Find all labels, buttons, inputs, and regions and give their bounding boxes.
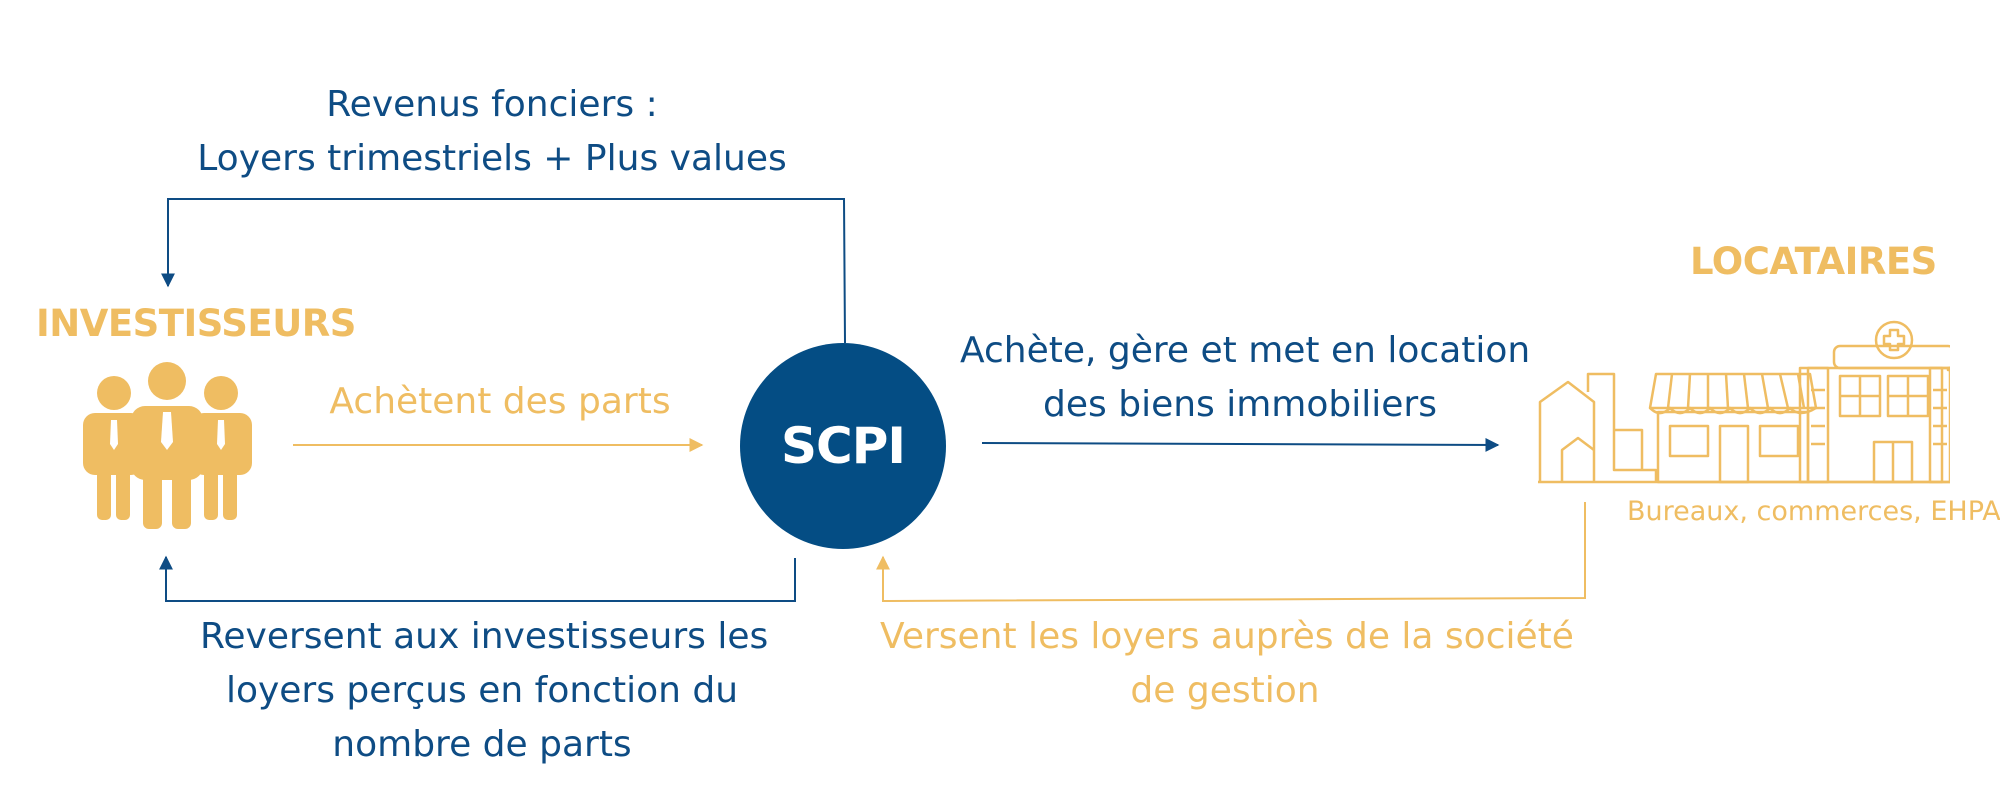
achete-label: Achète, gère et met en location des bien… (960, 324, 1531, 432)
versent-label: Versent les loyers auprès de la société … (880, 610, 1574, 718)
reversent-arrow (159, 555, 796, 602)
revenus-line2: Loyers trimestriels + Plus values (197, 138, 787, 179)
reversent-line3: nombre de parts (332, 724, 632, 765)
revenus-label: Revenus fonciers : Loyers trimestriels +… (188, 78, 796, 186)
revenus-arrow (161, 198, 846, 344)
buildings-icon (1538, 320, 1950, 484)
versent-line2: de gestion (1130, 670, 1320, 711)
reversent-line2: loyers perçus en fonction du (225, 670, 739, 711)
achetent-label: Achètent des parts (329, 381, 671, 422)
reversent-line1: Reversent aux investisseurs les (200, 616, 769, 657)
revenus-line1: Revenus fonciers : (326, 84, 658, 125)
achete-line2: des biens immobiliers (1043, 384, 1437, 425)
scpi-node: SCPI (740, 343, 946, 549)
tenants-title: LOCATAIRES (1690, 240, 1937, 283)
tenants-subtitle: Bureaux, commerces, EHPAD (1627, 496, 2000, 527)
achete-arrow (981, 437, 1500, 452)
versent-line1: Versent les loyers auprès de la société (880, 616, 1574, 657)
scpi-label: SCPI (781, 417, 906, 475)
achete-line1: Achète, gère et met en location (960, 330, 1531, 371)
investors-title: INVESTISSEURS (36, 302, 356, 345)
people-icon (83, 362, 252, 529)
versent-arrow (876, 502, 1586, 603)
reversent-label: Reversent aux investisseurs les loyers p… (200, 610, 769, 772)
